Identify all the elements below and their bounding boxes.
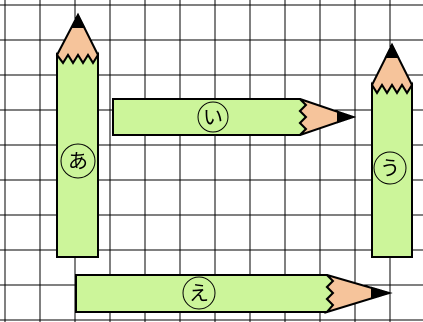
pencil-a-label: あ <box>68 149 88 173</box>
pencil-u: う <box>372 45 412 257</box>
pencil-e-lead <box>372 288 389 298</box>
pencil-e-label: え <box>189 281 209 305</box>
pencil-i-lead <box>338 112 353 122</box>
pencil-a: あ <box>57 15 98 257</box>
pencil-i-label: い <box>203 105 223 129</box>
pencil-e: え <box>76 275 389 312</box>
pencil-u-label: う <box>380 156 400 180</box>
pencil-u-lead <box>386 45 398 57</box>
pencil-i: い <box>113 99 353 135</box>
